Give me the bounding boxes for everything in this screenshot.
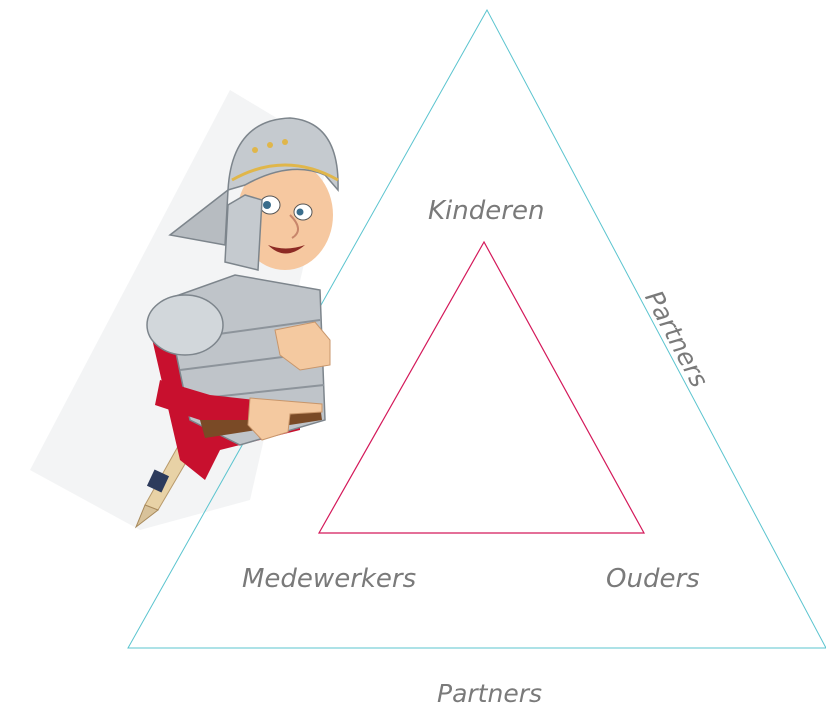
gripping-hand: [274, 321, 331, 371]
pointing-hand: [247, 397, 323, 441]
label-ouders: Ouders: [606, 564, 700, 594]
nose: [289, 214, 299, 239]
helmet: [227, 117, 339, 192]
shoulder-plate: [146, 294, 224, 356]
inner-triangle: [317, 240, 646, 534]
roman-soldier-mascot-icon: [134, 117, 339, 529]
label-medewerkers: Medewerkers: [242, 564, 417, 594]
label-kinderen: Kinderen: [428, 196, 545, 226]
spear-tip: [134, 504, 160, 529]
helmet-neck-guard: [168, 188, 229, 246]
helmet-rivet: [282, 139, 288, 145]
helmet-rim: [231, 163, 339, 182]
pupil-left: [263, 201, 271, 209]
helmet-rivet: [252, 147, 258, 153]
cheek-guard: [224, 194, 263, 271]
label-partners-bottom: Partners: [437, 679, 543, 708]
helmet-rivet: [267, 142, 273, 148]
face: [237, 160, 333, 270]
mouth: [268, 245, 305, 254]
arm: [155, 380, 255, 420]
pupil-right: [296, 208, 304, 216]
spear-binding: [146, 469, 170, 493]
